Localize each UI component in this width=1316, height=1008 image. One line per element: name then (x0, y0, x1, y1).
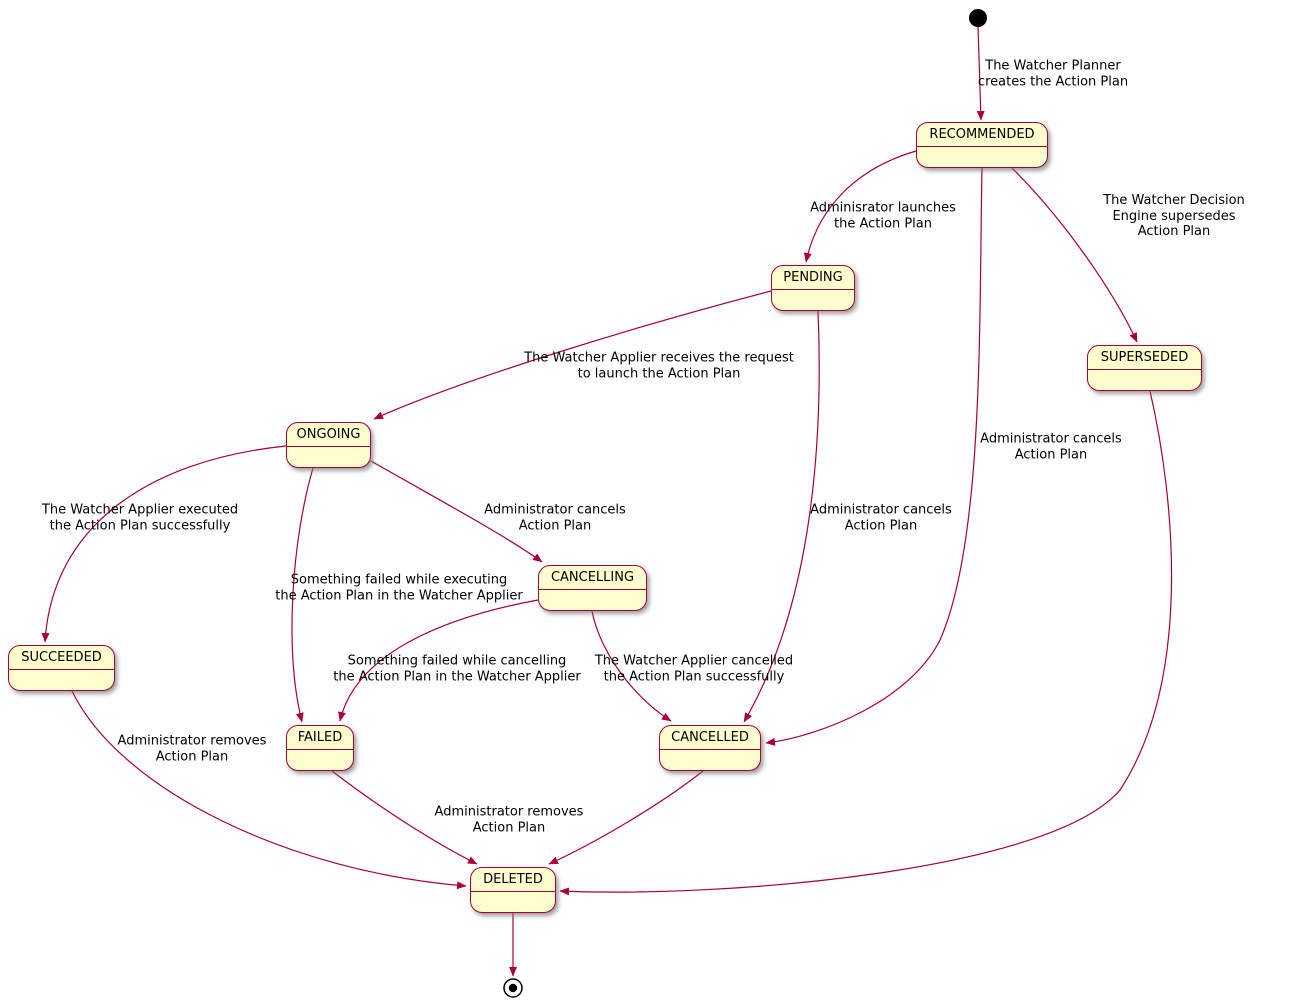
state-superseded-body (1088, 370, 1201, 389)
transition-label-ongoing-cancelling: Administrator cancels Action Plan (484, 502, 626, 534)
transition-label-pending-ongoing: The Watcher Applier receives the request… (524, 350, 794, 382)
state-succeeded-label: SUCCEEDED (9, 646, 114, 670)
edge-recommended-to-superseded (1011, 167, 1138, 343)
transition-label-ongoing-failed: Something failed while executing the Act… (275, 572, 523, 604)
state-superseded-label: SUPERSEDED (1088, 346, 1201, 370)
state-failed: FAILED (286, 725, 354, 771)
state-pending: PENDING (771, 265, 855, 311)
state-cancelling-label: CANCELLING (539, 566, 646, 590)
edge-recommended-to-pending (803, 150, 917, 263)
edge-recommended-to-cancelled (765, 167, 983, 746)
state-failed-label: FAILED (287, 726, 353, 750)
state-deleted-label: DELETED (471, 868, 555, 892)
final-state (503, 978, 523, 998)
transition-label-recommended-superseded: The Watcher Decision Engine supersedes A… (1103, 192, 1245, 239)
state-cancelled-body (660, 750, 760, 769)
edge-ongoing-to-cancelling (370, 460, 543, 563)
transition-label-succeeded-deleted: Administrator removes Action Plan (117, 733, 267, 765)
edge-succeeded-to-deleted (71, 690, 467, 890)
state-failed-body (287, 750, 353, 769)
state-recommended-body (917, 147, 1047, 166)
edge-ongoing-to-succeeded (41, 445, 287, 643)
transition-label-cancelling-failed: Something failed while cancelling the Ac… (333, 653, 581, 685)
state-succeeded-body (9, 670, 114, 689)
state-deleted-body (471, 892, 555, 911)
transition-label-recommended-pending: Adminisrator launches the Action Plan (810, 200, 956, 232)
state-cancelled: CANCELLED (659, 725, 761, 771)
transition-label-pending-cancelled: Administrator cancels Action Plan (810, 502, 952, 534)
state-recommended: RECOMMENDED (916, 122, 1048, 168)
transition-label-recommended-cancelled: Administrator cancels Action Plan (980, 431, 1122, 463)
state-cancelled-label: CANCELLED (660, 726, 760, 750)
edge-cancelling-to-failed (338, 599, 539, 722)
edge-pending-to-ongoing (373, 290, 772, 420)
state-superseded: SUPERSEDED (1087, 345, 1202, 391)
transition-label-cancelling-cancelled: The Watcher Applier cancelled the Action… (594, 653, 794, 685)
transition-label-failed-deleted: Administrator removes Action Plan (434, 804, 584, 836)
state-cancelling: CANCELLING (538, 565, 647, 611)
transition-label-initial-recommended: The Watcher Planner creates the Action P… (977, 58, 1129, 90)
edge-cancelling-to-cancelled (591, 610, 672, 722)
edge-initial-to-recommended (976, 26, 985, 121)
state-pending-label: PENDING (772, 266, 854, 290)
state-cancelling-body (539, 590, 646, 609)
state-ongoing: ONGOING (286, 422, 371, 468)
initial-state (969, 9, 987, 27)
edge-superseded-to-deleted (559, 390, 1173, 896)
transition-label-ongoing-succeeded: The Watcher Applier executed the Action … (41, 502, 239, 534)
state-recommended-label: RECOMMENDED (917, 123, 1047, 147)
state-ongoing-label: ONGOING (287, 423, 370, 447)
edge-pending-to-cancelled (743, 310, 820, 723)
state-pending-body (772, 290, 854, 309)
state-ongoing-body (287, 447, 370, 466)
edge-cancelled-to-deleted (548, 770, 704, 865)
state-succeeded: SUCCEEDED (8, 645, 115, 691)
edge-ongoing-to-failed (291, 467, 314, 723)
edge-failed-to-deleted (331, 770, 478, 865)
state-deleted: DELETED (470, 867, 556, 913)
